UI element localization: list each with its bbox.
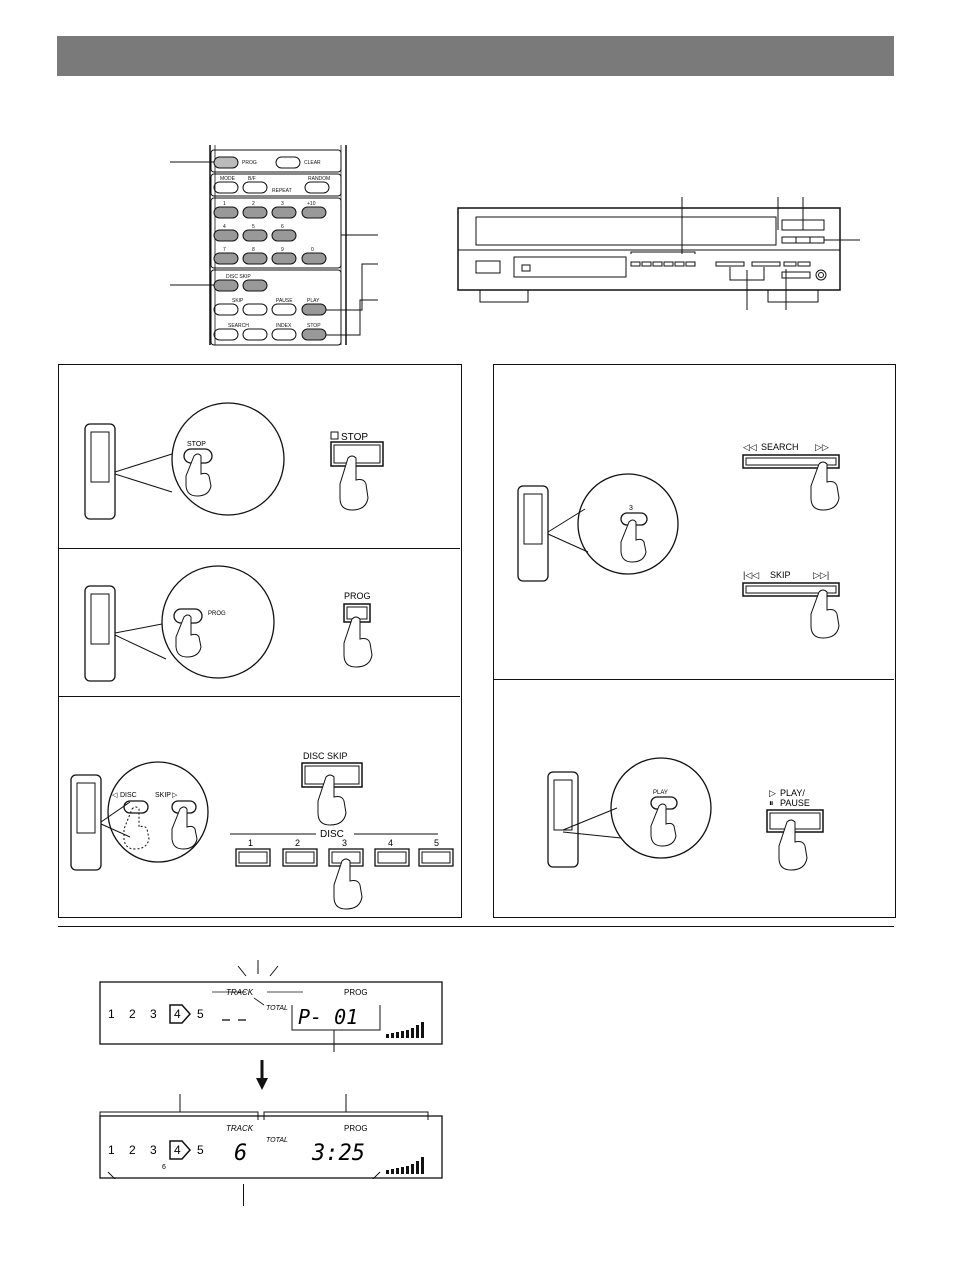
- display2-track-value: 6: [234, 1141, 247, 1166]
- unit-search-label: SEARCH: [761, 442, 799, 452]
- step-play: PLAY ▷ PLAY/ ⏸ PAUSE: [547, 757, 824, 871]
- divider: [58, 696, 460, 697]
- remote-control-diagram: PROG CLEAR MODE B/F REPEAT RANDOM 1 2 3 …: [170, 145, 378, 346]
- remote-n0-label: 0: [311, 247, 314, 253]
- disc-number-5: 5: [434, 838, 439, 848]
- display2-disc-3: 3: [150, 1143, 157, 1157]
- remote-skip-label: SKIP: [232, 298, 244, 304]
- remote-prog-callout-label: PROG: [208, 611, 226, 617]
- remote-n9-label: 9: [281, 247, 284, 253]
- section-header-bar: [57, 36, 894, 76]
- display2-prog-label: PROG: [344, 1124, 368, 1133]
- remote-pause-label: PAUSE: [276, 298, 293, 304]
- display2-track-label: TRACK: [226, 1124, 254, 1133]
- disc-number-2: 2: [295, 838, 300, 848]
- down-arrow-icon: [256, 1060, 268, 1090]
- unit-pause-label: PAUSE: [780, 798, 810, 808]
- display2-disc-1: 1: [108, 1143, 115, 1157]
- remote-stop-callout-label: STOP: [187, 441, 206, 448]
- remote-repeat-label: REPEAT: [272, 188, 292, 194]
- display2-total-label: TOTAL: [266, 1137, 288, 1144]
- remote-clear-label: CLEAR: [304, 160, 321, 166]
- svg-text:⏸: ⏸: [769, 798, 774, 808]
- display1-prog-label: PROG: [344, 988, 368, 997]
- step-disc-select: DISC SKIP ◁ ▷ DISC SKIP DISC 1 2 3 4 5: [70, 751, 454, 910]
- display2-disc-5: 5: [197, 1143, 204, 1157]
- display1-total-label: TOTAL: [266, 1005, 288, 1012]
- remote-random-label: RANDOM: [308, 176, 330, 182]
- remote-stop-label: STOP: [307, 323, 321, 329]
- remote-search-label: SEARCH: [228, 323, 249, 329]
- section-divider: [58, 926, 894, 927]
- steps-left-panel: [58, 364, 462, 918]
- remote-n7-label: 7: [223, 247, 226, 253]
- svg-text:|◁◁: |◁◁: [743, 570, 759, 580]
- remote-disc-callout-label: DISC: [120, 792, 137, 799]
- divider: [58, 548, 460, 549]
- display-program-step: TRACK TOTAL PROG 1 2 3 4 5 P- 01: [99, 960, 443, 1052]
- display1-disc-3: 3: [150, 1007, 157, 1021]
- cd-player-front-panel: [457, 197, 860, 310]
- remote-n3-label: 3: [281, 201, 284, 207]
- display2-time-value: 3:25: [311, 1141, 365, 1166]
- remote-disc-skip-label: DISC SKIP: [226, 274, 251, 280]
- disc-number-3: 3: [342, 838, 347, 848]
- disc-heading: DISC: [320, 829, 344, 840]
- remote-mode-label: MODE: [220, 176, 236, 182]
- remote-index-label: INDEX: [276, 323, 292, 329]
- svg-text:▷▷: ▷▷: [815, 442, 829, 452]
- display-program-total: TRACK TOTAL PROG 1 2 3 4 5 6 6 3:25: [99, 1094, 443, 1179]
- remote-prog-label: PROG: [242, 160, 257, 166]
- steps-right-panel: [493, 364, 896, 918]
- unit-prog-label: PROG: [344, 591, 371, 601]
- remote-n2-label: 2: [252, 201, 255, 207]
- display1-disc-1: 1: [108, 1007, 115, 1021]
- remote-n1-label: 1: [223, 201, 226, 207]
- disc-number-4: 4: [388, 838, 393, 848]
- unit-stop-label: STOP: [341, 432, 368, 443]
- remote-play-label: PLAY: [307, 298, 320, 304]
- svg-text:◁◁: ◁◁: [743, 442, 757, 452]
- divider: [493, 679, 894, 680]
- unit-disc-skip-label: DISC SKIP: [303, 751, 348, 761]
- remote-n5-label: 5: [252, 224, 255, 230]
- step-stop: STOP STOP: [84, 402, 384, 520]
- remote-n4-label: 4: [223, 224, 226, 230]
- display2-disc-4: 4: [174, 1143, 181, 1157]
- display1-disc-5: 5: [197, 1007, 204, 1021]
- remote-play-callout-label: PLAY: [653, 790, 668, 796]
- remote-n6-label: 6: [281, 224, 284, 230]
- remote-n8-label: 8: [252, 247, 255, 253]
- display2-disc-2: 2: [129, 1143, 136, 1157]
- display1-track-label: TRACK: [226, 988, 254, 997]
- svg-text:▷: ▷: [769, 788, 776, 798]
- svg-text:◁: ◁: [112, 792, 118, 799]
- step-prog: PROG PROG: [84, 565, 373, 682]
- display1-disc-2: 2: [129, 1007, 136, 1021]
- callout-line: [243, 1184, 244, 1206]
- remote-plus10-label: +10: [307, 201, 316, 207]
- remote-bf-label: B/F: [248, 176, 256, 182]
- svg-text:▷▷|: ▷▷|: [813, 570, 829, 580]
- remote-three-callout-label: 3: [629, 505, 633, 512]
- display2-sub-value: 6: [162, 1164, 166, 1171]
- unit-play-label: PLAY/: [780, 788, 805, 798]
- step-track-select: 3 ◁◁ SEARCH ▷▷ |◁◁ SKIP ▷▷|: [517, 442, 840, 639]
- display1-readout: P- 01: [298, 1005, 358, 1029]
- remote-skip-callout-label: SKIP: [155, 792, 171, 799]
- display1-disc-4: 4: [174, 1007, 181, 1021]
- unit-skip-label: SKIP: [770, 570, 791, 580]
- disc-number-1: 1: [248, 838, 253, 848]
- svg-text:▷: ▷: [172, 792, 178, 799]
